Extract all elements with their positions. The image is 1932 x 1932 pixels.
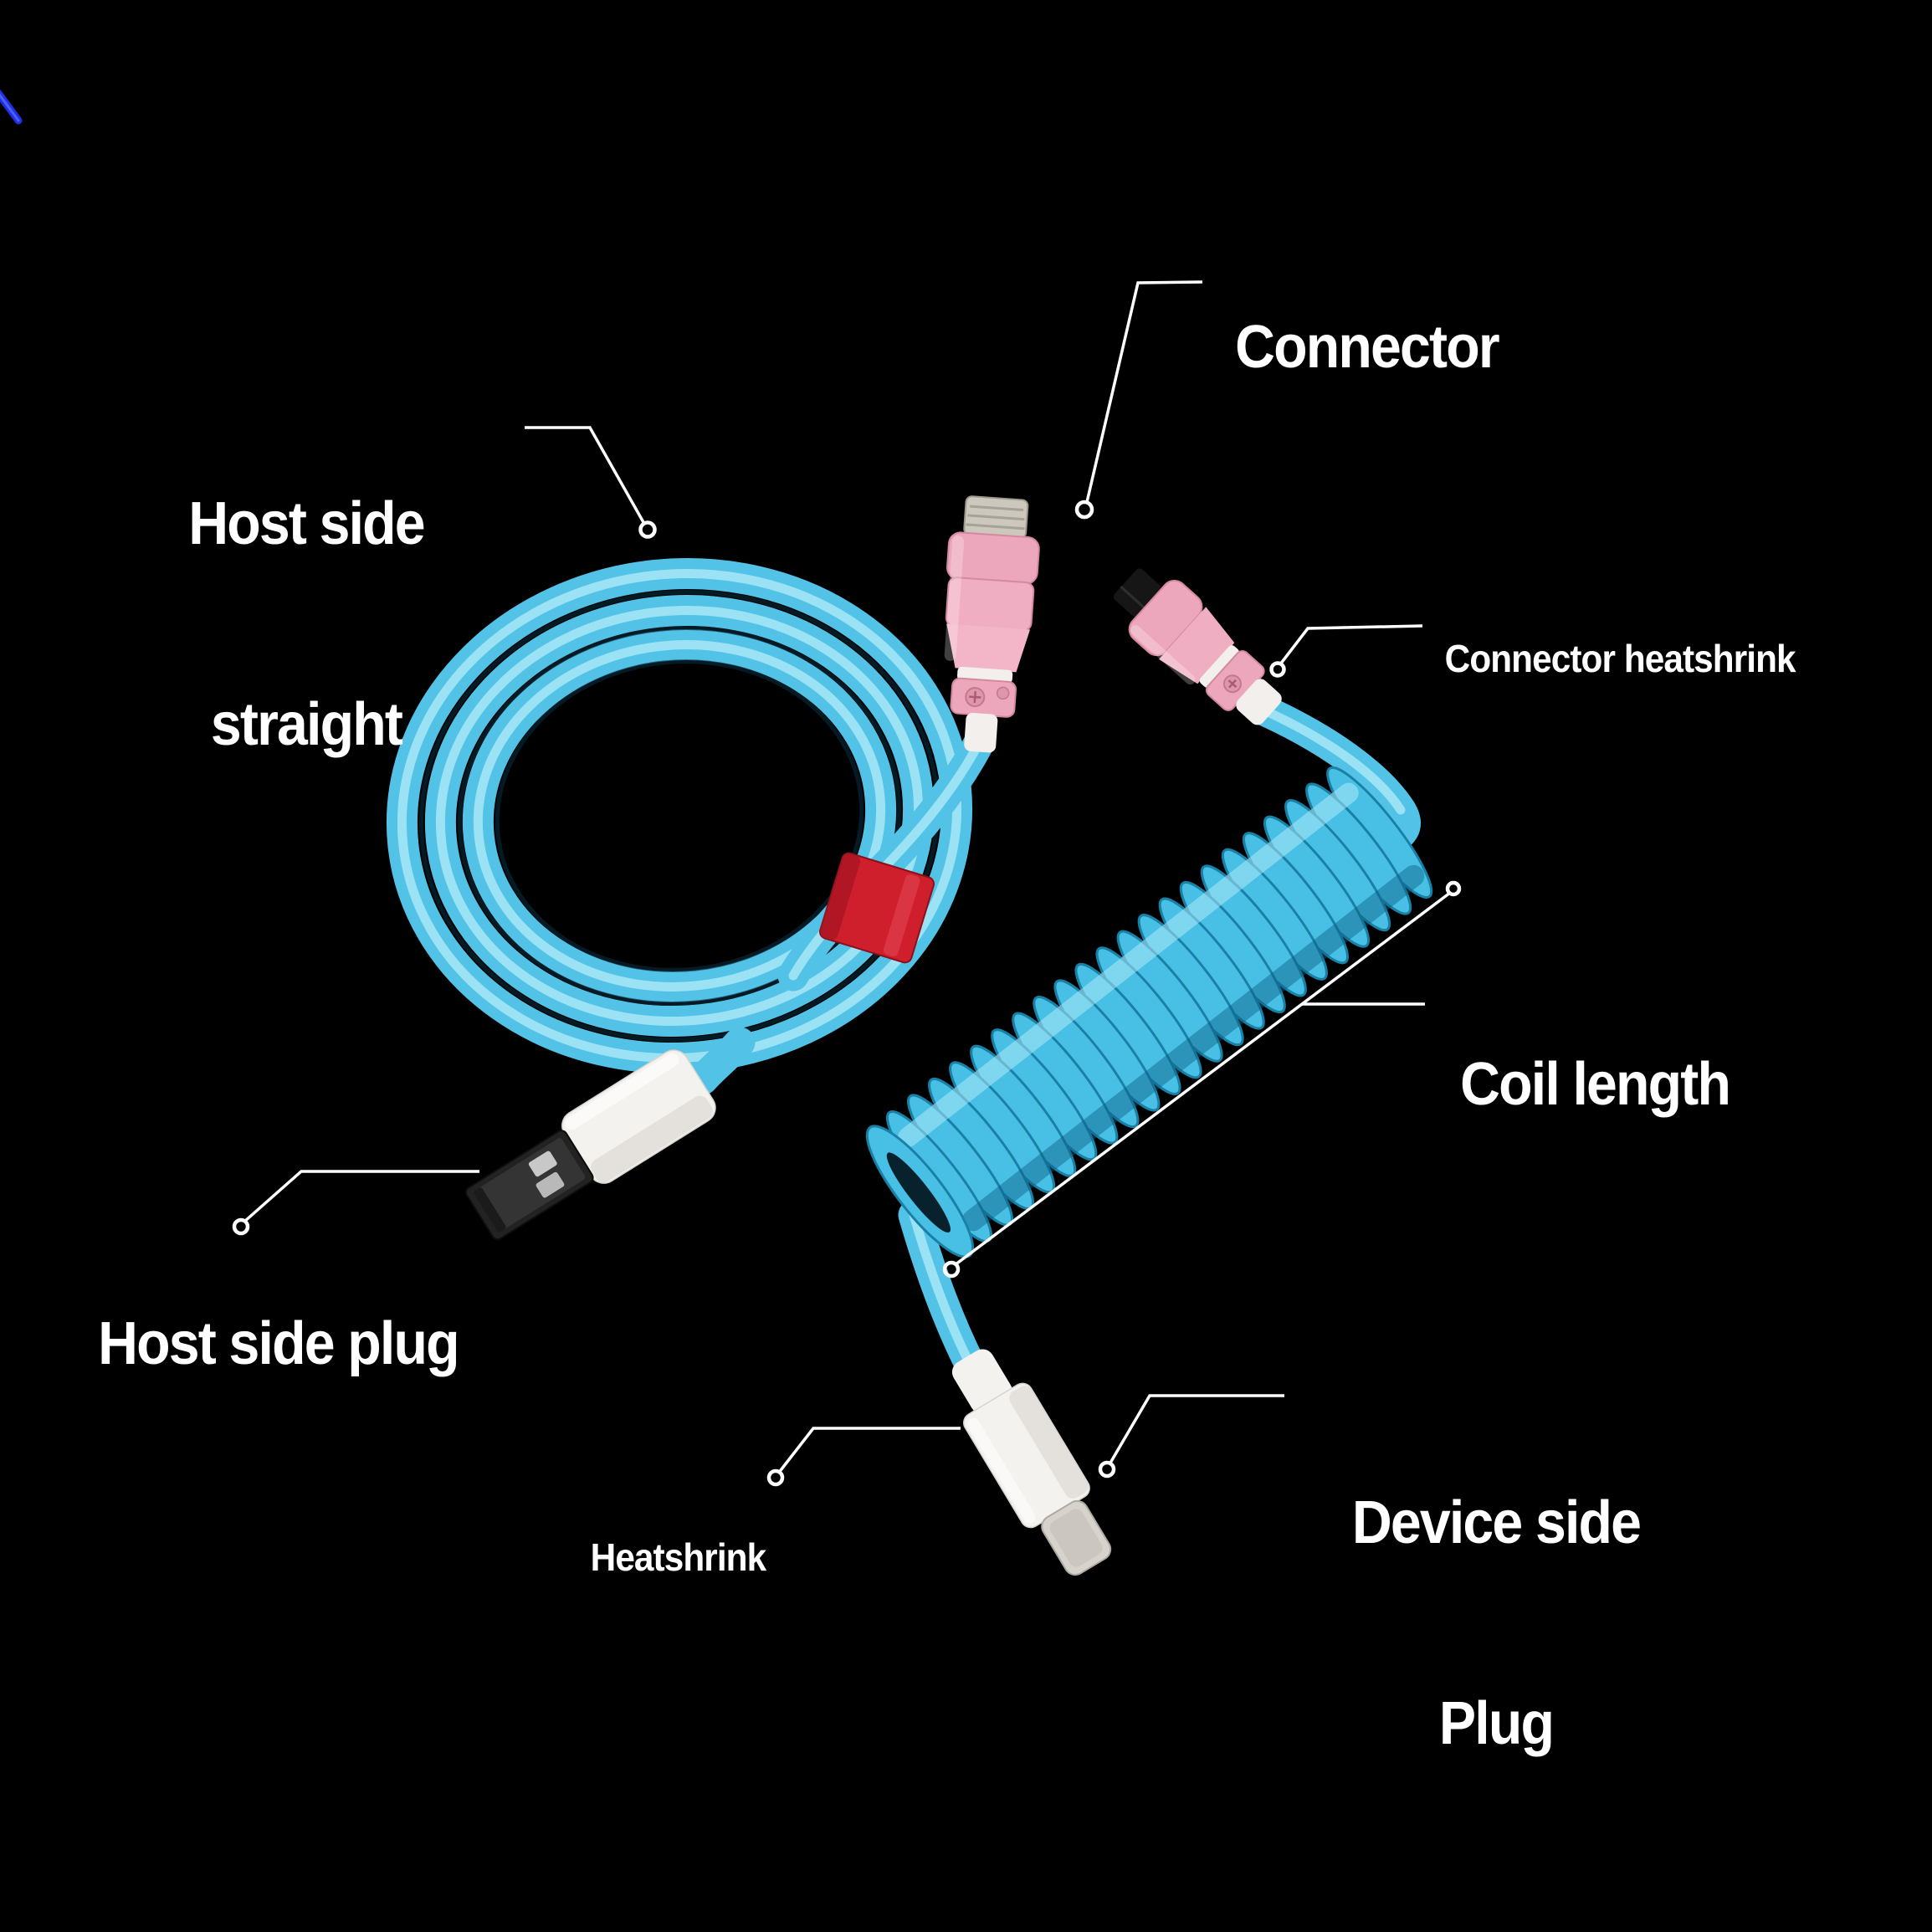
label-coil-length: Coil length xyxy=(1460,1051,1731,1118)
leader-connector-heatshrink xyxy=(1269,624,1423,678)
glitch-mark xyxy=(0,89,23,125)
connector-knurl-ring xyxy=(1128,579,1203,657)
straight-cable-loop xyxy=(386,557,973,1074)
coiled-cable xyxy=(865,766,1433,1258)
cable-coil-to-usb-c xyxy=(898,1199,986,1380)
callout-dot xyxy=(232,1217,250,1236)
leader-host-side-plug xyxy=(232,1170,479,1236)
callout-dot xyxy=(1098,1460,1116,1478)
usb-c-plug xyxy=(951,1349,1112,1576)
callout-dot xyxy=(638,520,657,539)
label-line: Device side xyxy=(1351,1489,1642,1556)
label-heatshrink: Heatshrink xyxy=(590,1535,766,1579)
cable-connector-to-coil xyxy=(1247,694,1421,854)
connector-heatshrink-sleeve xyxy=(964,712,998,753)
label-host-side-straight: Host side straight xyxy=(188,356,425,825)
clamp-screw xyxy=(996,686,1010,700)
connector-body xyxy=(1159,607,1235,684)
label-line: Plug xyxy=(1438,1690,1555,1757)
leader-heatshrink xyxy=(766,1427,961,1487)
connector-heatshrink-sleeve xyxy=(1236,679,1282,725)
aviator-connector-female xyxy=(1113,567,1282,725)
connector-white-ring xyxy=(1199,645,1239,688)
label-line: Host side xyxy=(188,490,425,557)
callout-dot xyxy=(1074,500,1094,520)
usb-a-contact xyxy=(536,1171,565,1198)
leader-device-side-plug xyxy=(1098,1394,1284,1478)
callout-dot xyxy=(1445,880,1462,897)
leader-host-side-straight xyxy=(525,426,657,539)
label-device-side-plug: Device side Plug xyxy=(1351,1355,1642,1824)
velcro-tie xyxy=(818,852,935,964)
label-host-side-plug: Host side plug xyxy=(98,1310,459,1377)
leader-coil-length xyxy=(942,880,1462,1279)
label-line: straight xyxy=(210,691,403,758)
cable-to-usb-a xyxy=(687,1027,756,1095)
coil-end-hole xyxy=(886,1152,951,1233)
usb-a-plug xyxy=(464,1049,716,1241)
label-connector: Connector xyxy=(1235,314,1499,381)
connector-body xyxy=(946,623,1031,673)
callout-dot xyxy=(942,1260,961,1279)
callout-dot xyxy=(1269,661,1286,678)
callout-dot xyxy=(766,1468,785,1487)
usb-a-contact xyxy=(528,1150,557,1177)
leader-connector xyxy=(1074,280,1203,520)
aviator-connector-male xyxy=(944,495,1040,753)
label-connector-heatshrink: Connector heatshrink xyxy=(1444,637,1796,680)
